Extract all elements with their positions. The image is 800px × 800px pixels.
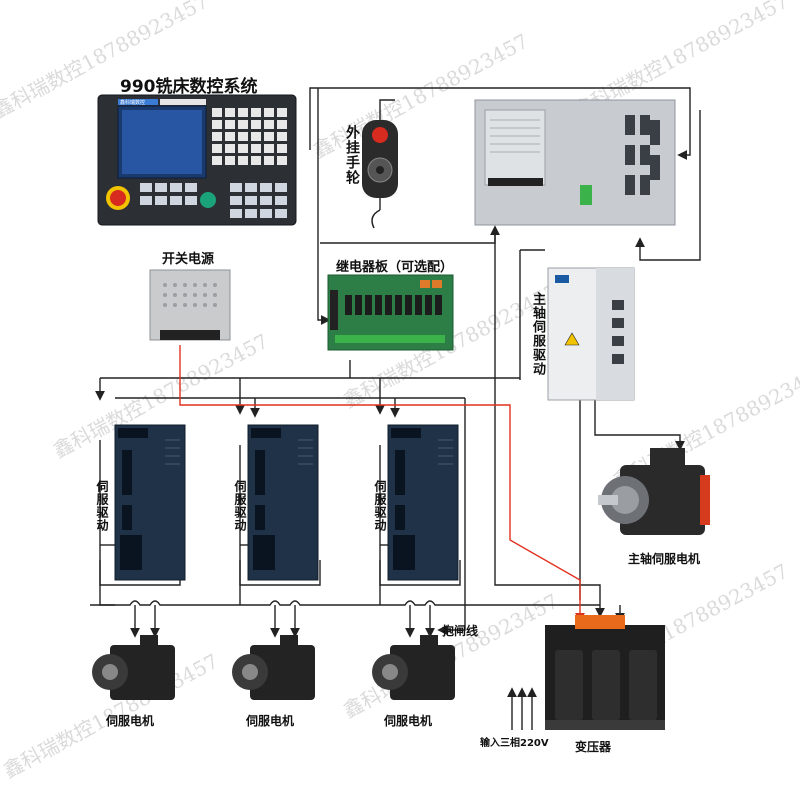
controller-back-panel — [474, 99, 676, 226]
power-wires — [179, 345, 585, 623]
controller-keypad — [212, 108, 287, 165]
wire — [635, 110, 701, 261]
servo-motor-1 — [92, 635, 175, 700]
page-title: 990铣床数控系统 — [120, 77, 258, 97]
servo-motor-3 — [372, 635, 455, 700]
cnc-controller — [97, 94, 297, 226]
servo-drive-3 — [387, 424, 459, 581]
wire — [320, 225, 500, 244]
wire — [379, 560, 461, 586]
servo-drive-label-1: 伺服驱动 — [95, 480, 109, 532]
transformer — [545, 615, 665, 730]
servo-drive-1 — [114, 424, 186, 581]
controller-function-keys — [140, 183, 287, 218]
handwheel — [362, 120, 398, 229]
cycle-start-icon — [200, 192, 216, 208]
wire — [317, 88, 331, 325]
wire — [437, 398, 466, 635]
input-power-label: 输入三相220V — [480, 738, 549, 749]
servo-motor-label-3: 伺服电机 — [384, 714, 433, 728]
power-wire — [179, 345, 585, 623]
spindle-drive-label: 主轴伺服驱动 — [530, 292, 545, 376]
wire — [239, 560, 321, 586]
wire — [90, 600, 600, 606]
spindle-motor — [598, 448, 710, 535]
servo-drive-label-3: 伺服驱动 — [373, 480, 387, 532]
wire — [309, 87, 691, 160]
servo-motor-label-1: 伺服电机 — [106, 714, 155, 728]
servo-drive-label-2: 伺服驱动 — [233, 480, 247, 532]
wire — [494, 230, 605, 618]
controller-brand: 鑫科瑞数控 — [120, 100, 146, 106]
wire — [594, 400, 685, 451]
transformer-label: 变压器 — [575, 740, 612, 754]
power-supply-label: 开关电源 — [162, 252, 215, 267]
relay-board — [327, 274, 454, 351]
handwheel-label: 外挂手轮 — [344, 125, 360, 185]
relay-board-label: 继电器板（可选配） — [336, 260, 454, 275]
power-supply — [149, 269, 231, 341]
servo-motor-2 — [232, 635, 315, 700]
brake-line-label: 抱闸线 — [442, 624, 479, 638]
servo-motor-label-2: 伺服电机 — [246, 714, 295, 728]
spindle-drive — [547, 267, 635, 401]
servo-drive-2 — [247, 424, 319, 581]
spindle-motor-label: 主轴伺服电机 — [628, 552, 701, 566]
